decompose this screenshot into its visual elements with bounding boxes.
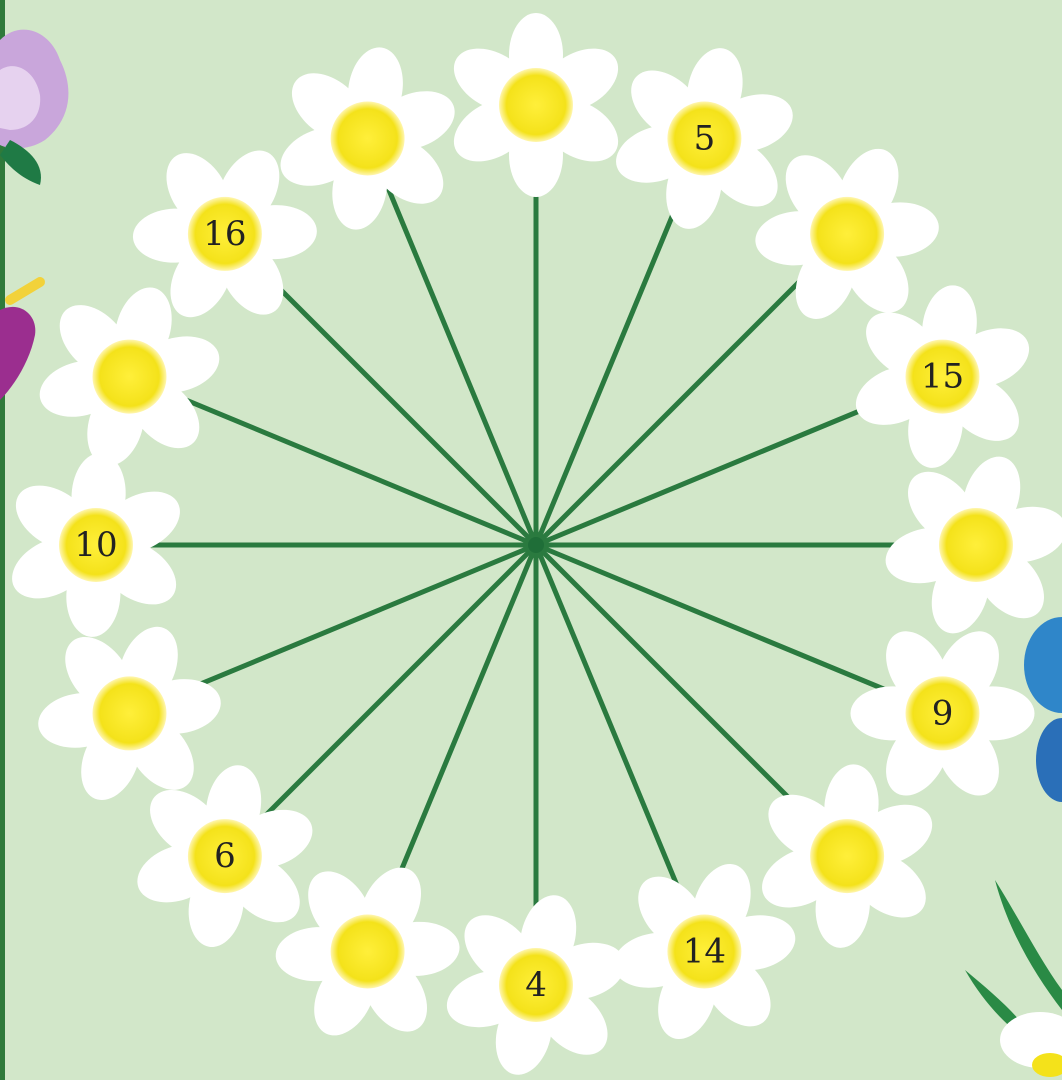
spoke-top-right-2 <box>536 262 819 545</box>
flower-number: 4 <box>525 965 547 1005</box>
flower-right-lower[interactable]: 9 <box>851 620 1035 806</box>
flower-center <box>939 508 1013 582</box>
flower-left-lower[interactable] <box>35 618 225 809</box>
bottom-right-leaves <box>965 880 1062 1077</box>
flower-right[interactable] <box>880 449 1062 641</box>
spoke-top-left-2 <box>253 262 536 545</box>
flower-number: 16 <box>203 214 246 254</box>
flower-center <box>810 819 884 893</box>
spoke-bottom-right-2 <box>536 545 819 828</box>
flower-center <box>93 340 167 414</box>
flower-center <box>331 102 405 176</box>
flower-center <box>810 197 884 271</box>
flower-top-left-1[interactable] <box>272 43 463 233</box>
flower-bottom[interactable]: 4 <box>440 889 632 1080</box>
flower-number: 5 <box>694 119 716 159</box>
flower-number: 9 <box>932 693 954 733</box>
flower-number: 6 <box>214 836 236 876</box>
flower-right-upper[interactable]: 15 <box>847 282 1038 472</box>
flower-top-right-1[interactable]: 5 <box>609 43 801 234</box>
flower-top[interactable] <box>443 13 629 197</box>
magenta-flower-decoration <box>0 282 40 400</box>
flower-number: 10 <box>74 525 117 565</box>
flower-center <box>499 68 573 142</box>
wheel-hub <box>528 537 544 553</box>
flower-center <box>331 915 405 989</box>
purple-flower-decoration <box>0 30 68 185</box>
flower-number: 14 <box>683 932 726 972</box>
flower-number: 15 <box>921 357 964 397</box>
flower-bottom-left-1[interactable] <box>274 857 461 1045</box>
flower-center <box>93 676 167 750</box>
spoke-bottom-left-2 <box>253 545 536 828</box>
